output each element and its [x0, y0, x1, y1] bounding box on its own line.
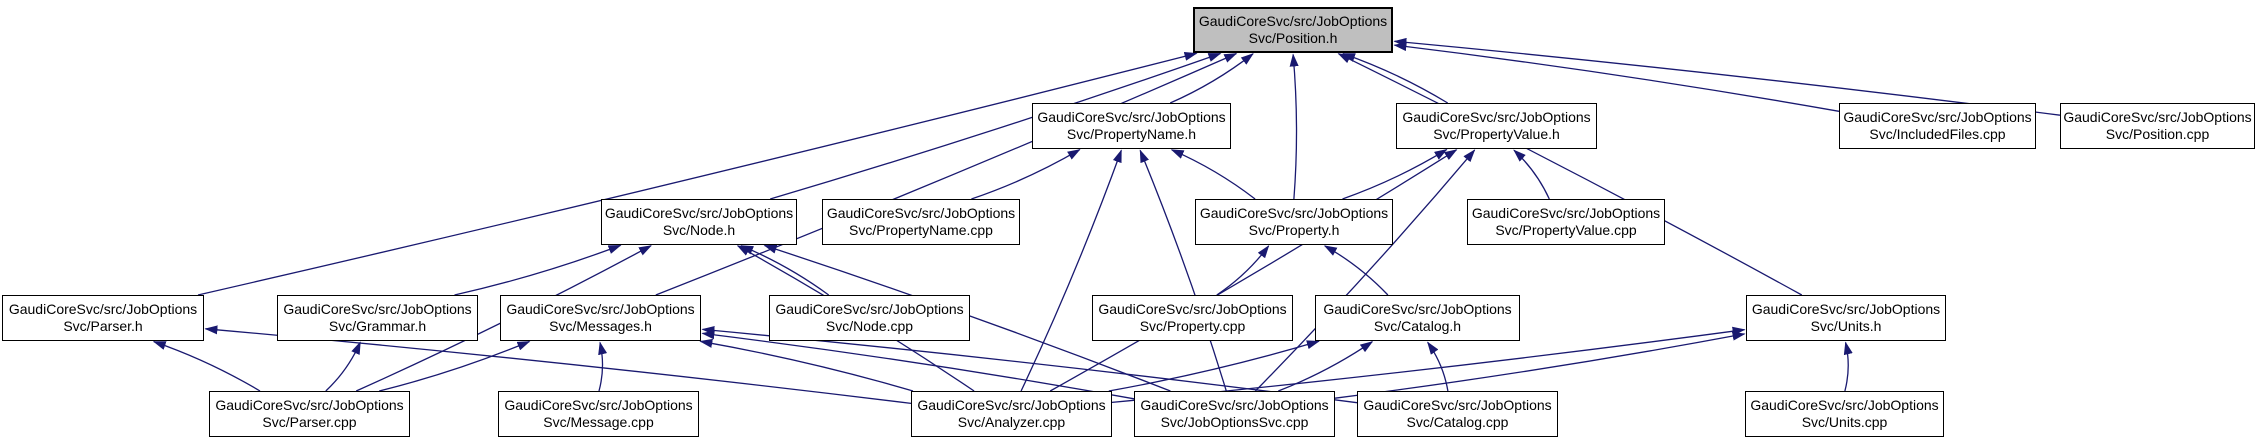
include-edge-units-h-to-position-h [1337, 53, 1803, 296]
include-edge-property-h-to-propertyname-h [1170, 149, 1256, 200]
include-edge-analyzer-cpp-to-catalog-h [1108, 340, 1320, 392]
include-edge-propertyname-cpp-to-propertyname-h [971, 149, 1081, 200]
graph-node-label: GaudiCoreSvc/src/JobOptions [1843, 109, 2032, 125]
graph-node-label: Svc/Catalog.cpp [1406, 414, 1509, 430]
graph-node-label: Svc/Analyzer.cpp [957, 414, 1066, 430]
include-edge-messages-h-to-position-h [655, 53, 1238, 296]
include-edge-property-h-to-position-h [1289, 53, 1299, 200]
graph-node-label: GaudiCoreSvc/src/JobOptions [1363, 397, 1552, 413]
graph-node-label: GaudiCoreSvc/src/JobOptions [1750, 397, 1939, 413]
graph-node-label: Svc/Position.h [1248, 30, 1338, 46]
graph-node-label: Svc/Parser.h [63, 318, 143, 334]
graph-node-label: GaudiCoreSvc/src/JobOptions [215, 397, 404, 413]
graph-node-label: GaudiCoreSvc/src/JobOptions [506, 301, 695, 317]
graph-node-label: Svc/Node.h [662, 222, 736, 238]
include-edge-catalog-cpp-to-catalog-h [1427, 341, 1449, 392]
graph-node-label: GaudiCoreSvc/src/JobOptions [1323, 301, 1512, 317]
include-edge-parser-cpp-to-messages-h [379, 340, 531, 392]
include-edge-joboptionssvc-cpp-to-propertyname-h [1139, 149, 1227, 392]
include-edge-propertyvalue-h-to-position-h [1342, 52, 1449, 104]
include-edge-parser-h-to-position-h [197, 51, 1198, 296]
include-edge-parser-cpp-to-grammar-h [325, 341, 361, 392]
include-edge-catalog-h-to-property-h [1323, 245, 1389, 296]
graph-node-label: Svc/Node.cpp [825, 318, 914, 334]
graph-node-label: GaudiCoreSvc/src/JobOptions [1199, 205, 1389, 221]
include-edge-units-cpp-to-units-h [1843, 341, 1853, 392]
graph-node-label: Svc/Property.cpp [1139, 318, 1246, 334]
graph-node-label: GaudiCoreSvc/src/JobOptions [1098, 301, 1287, 317]
include-edge-parser-cpp-to-parser-h [152, 340, 261, 392]
include-edge-analyzer-cpp-to-propertyname-h [1020, 149, 1122, 392]
graph-node-label: GaudiCoreSvc/src/JobOptions [1471, 205, 1661, 221]
graph-node-label: GaudiCoreSvc/src/JobOptions [283, 301, 472, 317]
graph-node-label: Svc/Catalog.h [1373, 318, 1462, 334]
graph-node-label: GaudiCoreSvc/src/JobOptions [8, 301, 198, 317]
graph-node-label: Svc/Units.cpp [1801, 414, 1888, 430]
graph-node-label: Svc/Messages.h [549, 318, 652, 334]
graph-node-label: GaudiCoreSvc/src/JobOptions [504, 397, 693, 413]
graph-node-label: GaudiCoreSvc/src/JobOptions [1037, 109, 1226, 125]
graph-node-label: GaudiCoreSvc/src/JobOptions [604, 205, 794, 221]
include-edge-property-cpp-to-property-h [1216, 245, 1270, 296]
dependency-arrows [152, 37, 2061, 405]
graph-node-label: Svc/Position.cpp [2105, 126, 2210, 142]
include-edge-includedfiles-cpp-to-position-h [1393, 42, 1840, 112]
graph-node-label: Svc/PropertyValue.cpp [1495, 222, 1637, 238]
graph-node-label: GaudiCoreSvc/src/JobOptions [917, 397, 1106, 413]
graph-node-label: Svc/Message.cpp [543, 414, 654, 430]
graph-node-label: Svc/Grammar.h [328, 318, 427, 334]
graph-node-label: GaudiCoreSvc/src/JobOptions [826, 205, 1016, 221]
graph-node-label: GaudiCoreSvc/src/JobOptions [2063, 109, 2252, 125]
include-edge-analyzer-cpp-to-messages-h [699, 338, 914, 392]
graph-node-label: Svc/IncludedFiles.cpp [1869, 126, 2006, 142]
graph-node-label: GaudiCoreSvc/src/JobOptions [1198, 13, 1388, 29]
include-edge-node-cpp-to-node-h [740, 245, 830, 296]
graph-node-label: GaudiCoreSvc/src/JobOptions [1140, 397, 1329, 413]
graph-node-label: Svc/PropertyName.h [1066, 126, 1197, 142]
include-edge-joboptionssvc-cpp-to-catalog-h [1278, 341, 1374, 392]
include-edge-analyzer-cpp-to-propertyvalue-h [1049, 149, 1458, 392]
graph-node-label: Svc/JobOptionsSvc.cpp [1160, 414, 1309, 430]
graph-node-label: GaudiCoreSvc/src/JobOptions [1402, 109, 1591, 125]
include-edge-property-h-to-propertyvalue-h [1342, 149, 1448, 200]
graph-node-label: GaudiCoreSvc/src/JobOptions [775, 301, 964, 317]
include-edge-propertyname-h-to-position-h [1169, 53, 1254, 104]
graph-node-label: Svc/Property.h [1248, 222, 1340, 238]
include-edge-grammar-h-to-node-h [454, 244, 622, 296]
include-edge-joboptionssvc-cpp-to-propertyvalue-h [1254, 149, 1476, 392]
include-edge-message-cpp-to-messages-h [598, 341, 608, 392]
include-edge-joboptionssvc-cpp-to-messages-h [701, 330, 1135, 400]
include-edge-propertyvalue-cpp-to-propertyvalue-h [1513, 149, 1550, 200]
graph-node-label: Svc/Parser.cpp [262, 414, 357, 430]
include-edge-joboptionssvc-cpp-to-units-h [1334, 331, 1746, 399]
include-edge-node-h-to-position-h [770, 52, 1222, 200]
graph-node-label: Svc/PropertyValue.h [1433, 126, 1560, 142]
graph-node-label: Svc/Units.h [1810, 318, 1882, 334]
graph-node-label: Svc/PropertyName.cpp [849, 222, 993, 238]
graph-node-label: GaudiCoreSvc/src/JobOptions [1751, 301, 1941, 317]
